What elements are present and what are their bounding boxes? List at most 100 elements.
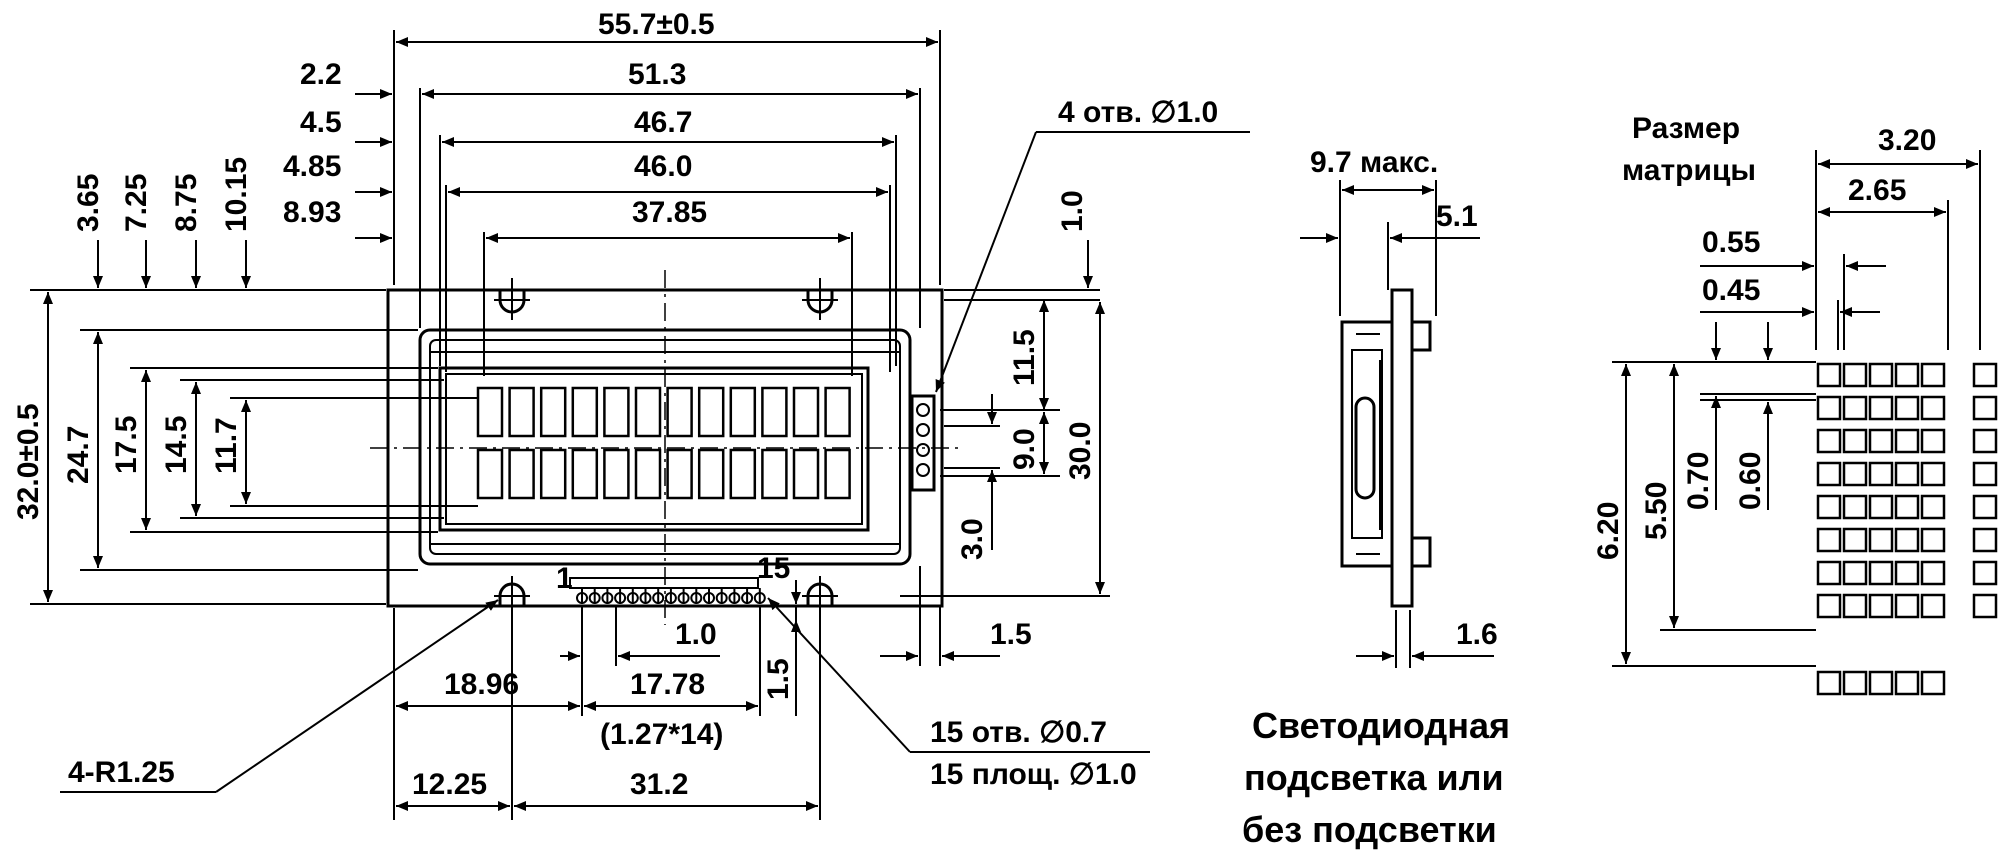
matrix-dot [1842, 527, 1868, 553]
matrix-dot [1868, 362, 1894, 388]
dim-3-20: 3.20 [1878, 124, 1936, 157]
character-cell [603, 386, 630, 438]
character-cell [697, 448, 725, 500]
dim-1-5-right: 1.5 [990, 618, 1032, 651]
mounting-hole-bl [494, 576, 530, 620]
character-cell [571, 448, 599, 500]
matrix-dot [1894, 560, 1920, 586]
side-bezel [1340, 320, 1394, 568]
dim-46-7: 46.7 [634, 106, 692, 139]
side-caption-2: подсветка или [1244, 757, 1504, 798]
matrix-dot [1920, 560, 1946, 586]
leader-holes-15 [767, 597, 911, 753]
dim-55-7: 55.7±0.5 [598, 8, 715, 41]
matrix-dot [1816, 527, 1842, 553]
matrix-dot [1920, 593, 1946, 619]
top-dimensions: 55.7±0.5 51.3 2.2 46.7 4.5 46.0 4.85 37.… [283, 8, 941, 376]
matrix-dot-next [1972, 593, 1998, 619]
mounting-hole-tr [802, 278, 838, 320]
leader-holes-4 [935, 131, 1037, 393]
matrix-dot [1894, 593, 1920, 619]
matrix-dot [1894, 494, 1920, 520]
leader-notes: 4 отв. ∅1.0 4-R1.25 15 отв. ∅0.7 15 площ… [60, 96, 1250, 793]
dim-17-5: 17.5 [110, 416, 143, 474]
dim-31-2: 31.2 [630, 768, 688, 801]
matrix-dot [1868, 461, 1894, 487]
dim-12-25: 12.25 [412, 768, 487, 801]
matrix-dot-next [1972, 494, 1998, 520]
dim-6-20: 6.20 [1592, 502, 1625, 560]
matrix-dot [1816, 593, 1842, 619]
dim-1-27x14: (1.27*14) [600, 718, 723, 751]
matrix-dot [1816, 494, 1842, 520]
dim-1-0-pitch: 1.0 [675, 618, 717, 651]
dim-2-65: 2.65 [1848, 174, 1906, 207]
matrix-dot [1842, 395, 1868, 421]
dim-8-93: 8.93 [283, 196, 341, 229]
matrix-dot [1816, 428, 1842, 454]
matrix-dot [1842, 428, 1868, 454]
matrix-dot [1816, 461, 1842, 487]
dim-0-45: 0.45 [1702, 274, 1760, 307]
matrix-dot [1920, 527, 1946, 553]
dim-0-60: 0.60 [1734, 452, 1767, 510]
character-cell [539, 386, 567, 438]
dim-11-7: 11.7 [210, 417, 243, 474]
character-cell [634, 448, 662, 500]
matrix-dot [1842, 362, 1868, 388]
character-cell [508, 448, 535, 500]
dim-1-6: 1.6 [1456, 618, 1498, 651]
character-cell [539, 448, 567, 500]
dim-11-5: 11.5 [1008, 329, 1041, 386]
character-cell [666, 448, 693, 500]
matrix-dot [1868, 494, 1894, 520]
side-led [1354, 396, 1376, 500]
mounting-hole-br [802, 576, 838, 620]
viewing-area [438, 366, 870, 532]
character-cell [729, 448, 757, 500]
note-pads-15: 15 площ. ∅1.0 [930, 758, 1137, 791]
matrix-dot [1868, 560, 1894, 586]
character-cell [761, 386, 788, 438]
dim-37-85: 37.85 [632, 196, 707, 229]
dim-0-55: 0.55 [1702, 226, 1760, 259]
side-caption-3: без подсветки [1242, 809, 1497, 850]
matrix-dot [1842, 593, 1868, 619]
matrix-dot [1894, 461, 1920, 487]
character-cell [697, 386, 725, 438]
matrix-title-2: матрицы [1622, 154, 1756, 187]
matrix-dot-next [1972, 560, 1998, 586]
matrix-dot [1920, 494, 1946, 520]
side-caption-1: Светодиодная [1252, 705, 1510, 746]
dim-3-0: 3.0 [956, 518, 989, 560]
dim-3-65: 3.65 [72, 174, 105, 232]
mounting-hole-tl [494, 278, 530, 320]
matrix-dot [1894, 362, 1920, 388]
character-cells [476, 386, 851, 500]
matrix-dot [1894, 527, 1920, 553]
character-cell [634, 386, 662, 438]
matrix-title-1: Размер [1632, 112, 1740, 145]
right-dimensions: 1.0 11.5 9.0 30.0 3.0 [900, 190, 1110, 597]
matrix-dot [1816, 395, 1842, 421]
dim-24-7: 24.7 [62, 426, 95, 484]
cursor-dot [1894, 670, 1920, 696]
dim-51-3: 51.3 [628, 58, 686, 91]
matrix-dot [1868, 428, 1894, 454]
matrix-dot [1920, 428, 1946, 454]
dim-7-25: 7.25 [120, 174, 153, 232]
matrix-dot [1842, 494, 1868, 520]
cursor-dot [1816, 670, 1842, 696]
side-view: 9.7 макс. 5.1 1.6 Светодиодная подсветка… [1242, 146, 1510, 850]
dim-10-15: 10.15 [220, 157, 253, 232]
matrix-detail: Размер матрицы 3.20 2.65 0.55 0.45 6.20 … [1592, 112, 1998, 696]
note-holes-15: 15 отв. ∅0.7 [930, 716, 1107, 749]
note-holes-4: 4 отв. ∅1.0 [1058, 96, 1218, 129]
character-cell [792, 448, 820, 500]
matrix-dot [1816, 560, 1842, 586]
character-cell [729, 386, 757, 438]
dim-17-78: 17.78 [630, 668, 705, 701]
cursor-dot [1920, 670, 1946, 696]
side-lightguide [1351, 349, 1383, 539]
